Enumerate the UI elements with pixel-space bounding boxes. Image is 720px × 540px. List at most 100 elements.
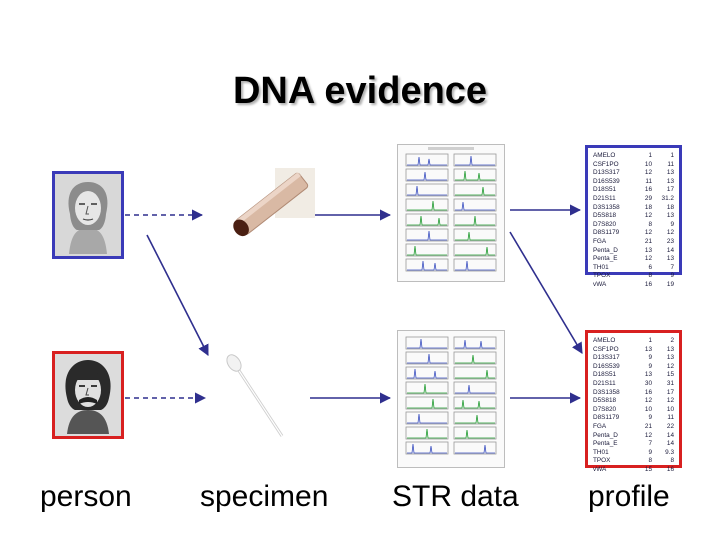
locus-name: D8S1179 bbox=[593, 229, 632, 238]
allele-2: 11 bbox=[652, 161, 674, 170]
allele-2: 18 bbox=[652, 204, 674, 213]
locus-name: Penta_E bbox=[593, 255, 632, 264]
allele-1: 30 bbox=[632, 380, 652, 389]
allele-1: 8 bbox=[632, 221, 652, 230]
locus-name: D3S1358 bbox=[593, 204, 632, 213]
allele-1: 12 bbox=[632, 169, 652, 178]
allele-2: 12 bbox=[652, 229, 674, 238]
sketch-portrait-icon bbox=[55, 174, 121, 256]
allele-2: 13 bbox=[652, 346, 674, 355]
column-label-person: person bbox=[40, 480, 132, 514]
profile-row: D5S8181212 bbox=[593, 397, 674, 406]
allele-2: 8 bbox=[652, 457, 674, 466]
allele-2: 9 bbox=[652, 221, 674, 230]
column-label-specimen: specimen bbox=[200, 480, 328, 514]
allele-1: 9 bbox=[632, 363, 652, 372]
locus-name: D21S11 bbox=[593, 380, 632, 389]
allele-2: 19 bbox=[652, 281, 674, 290]
allele-1: 13 bbox=[632, 346, 652, 355]
allele-2: 13 bbox=[652, 169, 674, 178]
locus-name: AMELO bbox=[593, 152, 632, 161]
locus-name: D16S539 bbox=[593, 178, 632, 187]
suspect-portrait-bottom bbox=[52, 351, 124, 439]
suspect-portrait-top bbox=[52, 171, 124, 259]
allele-1: 10 bbox=[632, 406, 652, 415]
str-electropherogram-bottom bbox=[397, 330, 505, 468]
locus-name: TPOX bbox=[593, 457, 632, 466]
allele-2: 9 bbox=[652, 272, 674, 281]
allele-1: 12 bbox=[632, 255, 652, 264]
locus-name: FGA bbox=[593, 238, 632, 247]
allele-2: 22 bbox=[652, 423, 674, 432]
cotton-swab-icon bbox=[222, 352, 292, 442]
locus-name: D21S11 bbox=[593, 195, 632, 204]
locus-name: FGA bbox=[593, 423, 632, 432]
allele-2: 7 bbox=[652, 264, 674, 273]
locus-name: AMELO bbox=[593, 337, 632, 346]
allele-2: 13 bbox=[652, 354, 674, 363]
locus-name: Penta_D bbox=[593, 247, 632, 256]
allele-2: 16 bbox=[652, 466, 674, 475]
locus-name: D13S317 bbox=[593, 169, 632, 178]
arrow-str1-profile2 bbox=[510, 232, 582, 353]
locus-name: D18S51 bbox=[593, 371, 632, 380]
allele-1: 6 bbox=[632, 264, 652, 273]
allele-1: 16 bbox=[632, 281, 652, 290]
allele-1: 8 bbox=[632, 272, 652, 281]
allele-2: 13 bbox=[652, 212, 674, 221]
locus-name: Penta_E bbox=[593, 440, 632, 449]
allele-2: 17 bbox=[652, 389, 674, 398]
locus-name: TH01 bbox=[593, 449, 632, 458]
allele-1: 12 bbox=[632, 229, 652, 238]
allele-2: 23 bbox=[652, 238, 674, 247]
allele-1: 29 bbox=[632, 195, 652, 204]
profile-row: CSF1PO1011 bbox=[593, 161, 674, 170]
locus-name: D18S51 bbox=[593, 186, 632, 195]
locus-name: vWA bbox=[593, 466, 632, 475]
allele-1: 1 bbox=[632, 337, 652, 346]
locus-name: D7S820 bbox=[593, 406, 632, 415]
locus-name: D5S818 bbox=[593, 212, 632, 221]
allele-1: 16 bbox=[632, 389, 652, 398]
profile-row: Penta_D1214 bbox=[593, 432, 674, 441]
allele-2: 31 bbox=[652, 380, 674, 389]
profile-row: D18S511315 bbox=[593, 371, 674, 380]
electropherogram-chart bbox=[398, 331, 504, 467]
allele-1: 13 bbox=[632, 247, 652, 256]
allele-1: 9 bbox=[632, 354, 652, 363]
allele-2: 14 bbox=[652, 247, 674, 256]
profile-row: FGA2123 bbox=[593, 238, 674, 247]
sketch-portrait-mustache-icon bbox=[55, 354, 121, 436]
profile-row: D8S1179911 bbox=[593, 414, 674, 423]
locus-name: CSF1PO bbox=[593, 346, 632, 355]
locus-name: CSF1PO bbox=[593, 161, 632, 170]
arrow-person1-specimen2 bbox=[147, 235, 208, 355]
locus-name: D3S1358 bbox=[593, 389, 632, 398]
allele-1: 9 bbox=[632, 449, 652, 458]
allele-2: 31.2 bbox=[652, 195, 674, 204]
profile-row: D5S8181213 bbox=[593, 212, 674, 221]
allele-1: 18 bbox=[632, 204, 652, 213]
allele-2: 12 bbox=[652, 397, 674, 406]
profile-row: AMELO11 bbox=[593, 152, 674, 161]
allele-1: 15 bbox=[632, 466, 652, 475]
locus-name: TH01 bbox=[593, 264, 632, 273]
